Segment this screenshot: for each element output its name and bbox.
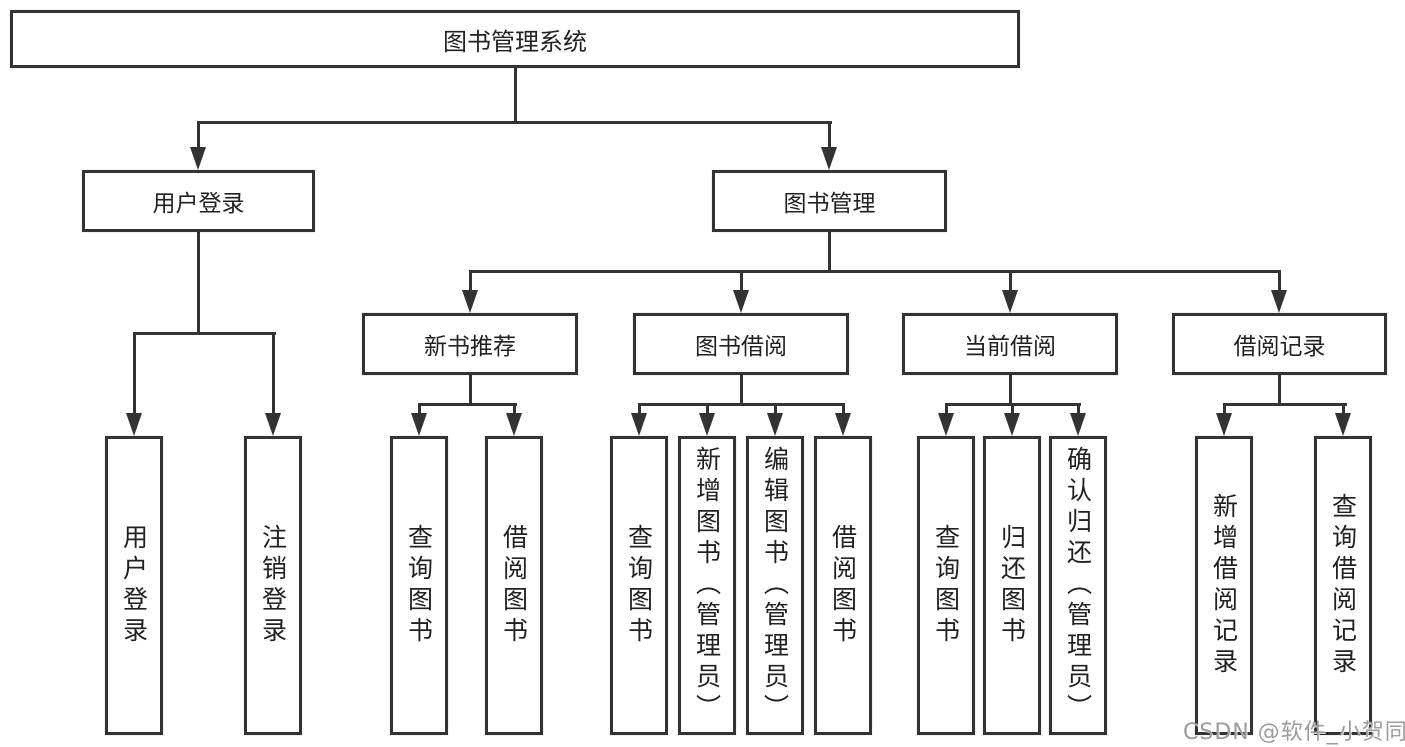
connector-arrowhead (699, 413, 715, 436)
node-borrow-records-label: 借阅记录 (1233, 334, 1326, 360)
leaf-borrow-books-recommend: 借阅图书 (485, 436, 543, 735)
leaf-edit-book-admin-label: 编辑图书（管理员） (760, 446, 790, 725)
node-book-management: 图书管理 (712, 170, 947, 232)
connector-vline (197, 121, 200, 147)
node-user-login: 用户登录 (82, 170, 315, 232)
node-current-borrow: 当前借阅 (902, 313, 1118, 375)
connector-arrowhead (1335, 413, 1351, 436)
connector-vline (706, 403, 709, 413)
leaf-add-borrow-record-label: 新增借阅记录 (1209, 492, 1239, 679)
node-new-book-recommend-label: 新书推荐 (424, 334, 516, 360)
connector-hline (638, 403, 845, 406)
connector-vline (1077, 403, 1080, 413)
connector-arrowhead (1002, 290, 1018, 313)
leaf-user-login-label: 用户登录 (119, 523, 149, 648)
node-user-login-label: 用户登录 (152, 191, 245, 217)
leaf-return-books-label: 归还图书 (997, 523, 1027, 648)
leaf-return-books: 归还图书 (983, 436, 1041, 735)
connector-arrowhead (1216, 413, 1232, 436)
connector-vline (945, 403, 948, 413)
connector-hline (197, 121, 832, 124)
connector-vline (418, 403, 421, 413)
leaf-borrow-books-recommend-label: 借阅图书 (499, 523, 529, 648)
connector-vline (740, 270, 743, 290)
leaf-query-books-recommend: 查询图书 (390, 436, 448, 735)
leaf-add-book-admin: 新增图书（管理员） (678, 436, 736, 735)
connector-vline (1009, 270, 1012, 290)
connector-vline (1278, 270, 1281, 290)
connector-arrowhead (733, 290, 749, 313)
connector-arrowhead (938, 413, 954, 436)
leaf-add-borrow-record: 新增借阅记录 (1195, 436, 1253, 735)
node-borrow-records: 借阅记录 (1172, 313, 1387, 375)
connector-vline (638, 403, 641, 413)
csdn-watermark: CSDN @软件_小贺同学 (1183, 720, 1405, 745)
connector-vline (1223, 403, 1226, 413)
leaf-borrow-books-borrow-label: 借阅图书 (828, 523, 858, 648)
connector-arrowhead (821, 147, 837, 170)
connector-arrowhead (1070, 413, 1086, 436)
leaf-query-books-recommend-label: 查询图书 (404, 523, 434, 648)
leaf-edit-book-admin: 编辑图书（管理员） (746, 436, 804, 735)
leaf-confirm-return-admin-label: 确认归还（管理员） (1063, 446, 1093, 725)
leaf-query-books-current: 查询图书 (917, 436, 975, 735)
node-book-borrow-label: 图书借阅 (695, 334, 787, 360)
node-library-system: 图书管理系统 (10, 10, 1020, 68)
connector-arrowhead (506, 413, 522, 436)
connector-arrowhead (767, 413, 783, 436)
connector-vline (1342, 403, 1345, 413)
connector-arrowhead (411, 413, 427, 436)
leaf-logout: 注销登录 (244, 436, 302, 735)
connector-vline (1009, 375, 1012, 406)
connector-vline (469, 270, 472, 290)
connector-arrowhead (126, 413, 142, 436)
connector-hline (418, 403, 517, 406)
connector-vline (513, 403, 516, 413)
connector-vline (842, 403, 845, 413)
connector-arrowhead (462, 290, 478, 313)
node-book-borrow: 图书借阅 (633, 313, 849, 375)
leaf-add-book-admin-label: 新增图书（管理员） (692, 446, 722, 725)
connector-vline (828, 121, 831, 147)
connector-vline (272, 332, 275, 413)
node-library-system-label: 图书管理系统 (443, 27, 587, 56)
leaf-query-borrow-record-label: 查询借阅记录 (1328, 492, 1358, 679)
leaf-query-books-current-label: 查询图书 (931, 523, 961, 648)
connector-arrowhead (1271, 290, 1287, 313)
leaf-confirm-return-admin: 确认归还（管理员） (1049, 436, 1107, 735)
leaf-user-login: 用户登录 (105, 436, 163, 735)
connector-arrowhead (190, 147, 206, 170)
connector-vline (469, 375, 472, 406)
leaf-query-books-borrow: 查询图书 (610, 436, 668, 735)
connector-arrowhead (631, 413, 647, 436)
connector-hline (469, 270, 1281, 273)
connector-arrowhead (1004, 413, 1020, 436)
connector-arrowhead (265, 413, 281, 436)
node-book-management-label: 图书管理 (783, 191, 876, 217)
leaf-logout-label: 注销登录 (258, 523, 288, 648)
connector-vline (828, 232, 831, 273)
connector-vline (1278, 375, 1281, 406)
node-new-book-recommend: 新书推荐 (362, 313, 578, 375)
connector-vline (1011, 403, 1014, 413)
connector-hline (1223, 403, 1347, 406)
connector-vline (133, 332, 136, 413)
leaf-query-borrow-record: 查询借阅记录 (1314, 436, 1372, 735)
connector-vline (774, 403, 777, 413)
leaf-query-books-borrow-label: 查询图书 (624, 523, 654, 648)
connector-vline (197, 232, 200, 335)
connector-arrowhead (835, 413, 851, 436)
connector-vline (740, 375, 743, 406)
leaf-borrow-books-borrow: 借阅图书 (814, 436, 872, 735)
node-current-borrow-label: 当前借阅 (964, 334, 1056, 360)
connector-hline (133, 332, 276, 335)
connector-vline (514, 67, 517, 121)
